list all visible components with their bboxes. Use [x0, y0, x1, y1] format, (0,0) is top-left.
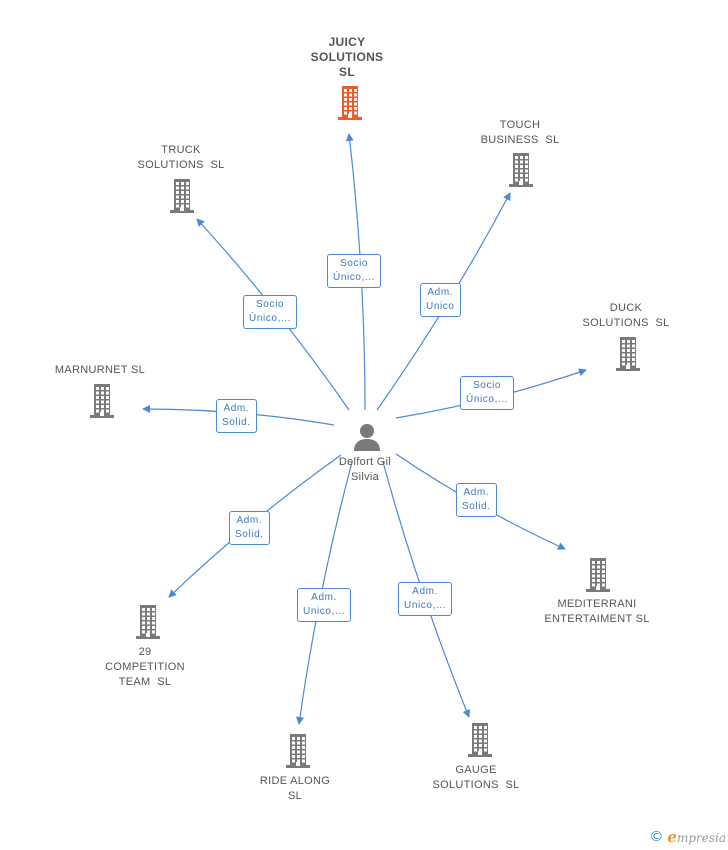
role-box-juicy[interactable]: Socio Único,...	[327, 254, 382, 288]
role-box-touch[interactable]: Adm. Unico	[420, 283, 461, 317]
building-icon	[338, 86, 362, 120]
company-label-ridealong[interactable]: RIDE ALONG SL	[259, 775, 331, 802]
company-node-ridealong[interactable]	[283, 734, 313, 773]
footer-brand: © empresia	[649, 828, 726, 846]
building-icon	[468, 723, 492, 757]
company-label-duck[interactable]: DUCK SOLUTIONS SL	[582, 302, 670, 329]
company-label-marnurnet[interactable]: MARNURNET SL	[54, 364, 146, 376]
copyright-icon: ©	[649, 829, 664, 845]
building-icon	[286, 734, 310, 768]
role-box-mediterrani[interactable]: Adm. Solid.	[456, 483, 497, 517]
building-icon	[136, 605, 160, 639]
role-box-ridealong[interactable]: Adm. Unico,...	[297, 588, 352, 622]
building-icon	[170, 179, 194, 213]
building-icon	[509, 153, 533, 187]
role-box-marnurnet[interactable]: Adm. Solid.	[216, 399, 257, 433]
person-icon	[354, 424, 380, 451]
company-node-mediterrani[interactable]	[583, 558, 613, 597]
building-icon	[616, 337, 640, 371]
person-node[interactable]	[352, 422, 382, 457]
company-label-competition[interactable]: 29 COMPETITION TEAM SL	[105, 646, 185, 688]
company-node-truck[interactable]	[167, 179, 197, 218]
company-node-marnurnet[interactable]	[87, 384, 117, 423]
company-node-gauge[interactable]	[465, 723, 495, 762]
company-node-competition[interactable]	[133, 605, 163, 644]
company-label-mediterrani[interactable]: MEDITERRANI ENTERTAIMENT SL	[544, 598, 650, 625]
role-box-competition[interactable]: Adm. Solid.	[229, 511, 270, 545]
person-name[interactable]: Delfort Gil Silvia	[338, 456, 392, 483]
company-label-juicy[interactable]: JUICY SOLUTIONS SL	[310, 35, 384, 79]
empresia-logo[interactable]: empresia	[667, 828, 726, 846]
role-box-duck[interactable]: Socio Único,...	[460, 376, 515, 410]
company-label-gauge[interactable]: GAUGE SOLUTIONS SL	[432, 764, 520, 791]
company-label-truck[interactable]: TRUCK SOLUTIONS SL	[137, 144, 225, 171]
building-icon	[90, 384, 114, 418]
company-node-juicy[interactable]	[335, 86, 365, 125]
company-node-touch[interactable]	[506, 153, 536, 192]
role-box-truck[interactable]: Socio Único,...	[243, 295, 298, 329]
role-box-gauge[interactable]: Adm. Unico,...	[398, 582, 453, 616]
company-node-duck[interactable]	[613, 337, 643, 376]
company-label-touch[interactable]: TOUCH BUSINESS SL	[480, 119, 560, 146]
building-icon	[586, 558, 610, 592]
